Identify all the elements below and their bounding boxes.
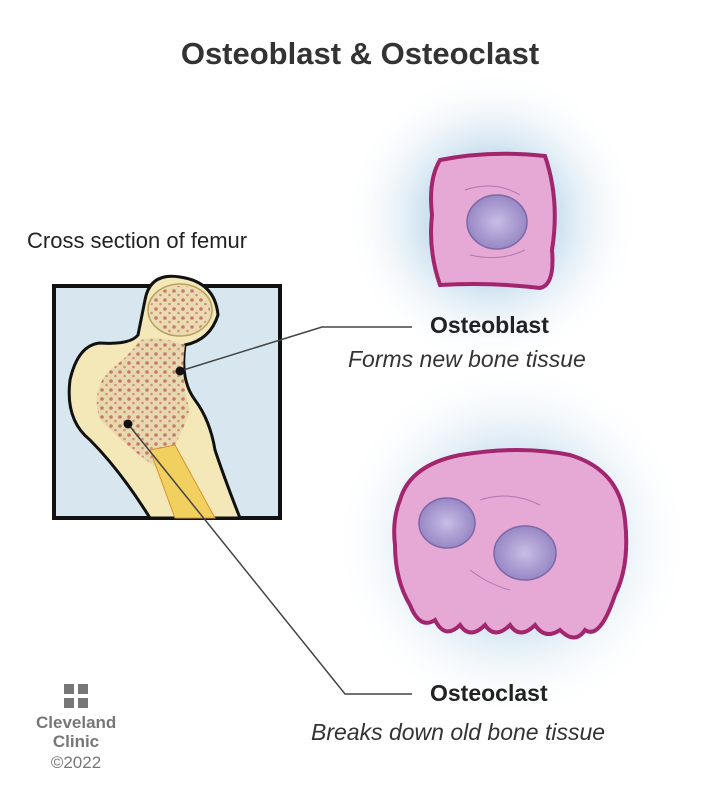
osteoblast-location-dot	[175, 366, 185, 376]
osteoblast-label: Osteoblast	[430, 312, 549, 338]
copyright: ©2022	[50, 753, 102, 772]
osteoblast-cell	[429, 151, 557, 291]
osteoclast-cell	[392, 448, 629, 640]
osteoblast-nucleus	[466, 194, 528, 250]
logo-line2: Clinic	[52, 732, 100, 751]
logo-line1: Cleveland	[36, 713, 117, 732]
osteoclast-label: Osteoclast	[430, 680, 548, 706]
osteoclast-nucleus-2	[493, 525, 557, 581]
femur-cross-section	[52, 274, 282, 520]
cleveland-clinic-logo: Cleveland Clinic ©2022	[36, 713, 116, 772]
femur-label: Cross section of femur	[27, 228, 248, 253]
osteoclast-nucleus-1	[418, 497, 476, 549]
page-title: Osteoblast & Osteoclast	[180, 36, 540, 71]
osteoclast-leader-line	[127, 423, 412, 695]
osteoblast-description: Forms new bone tissue	[348, 346, 586, 372]
osteoclast-description: Breaks down old bone tissue	[311, 719, 606, 745]
cleveland-clinic-logo-icon	[64, 684, 88, 708]
osteoblast-leader-line	[179, 326, 412, 372]
osteoclast-location-dot	[123, 419, 133, 429]
